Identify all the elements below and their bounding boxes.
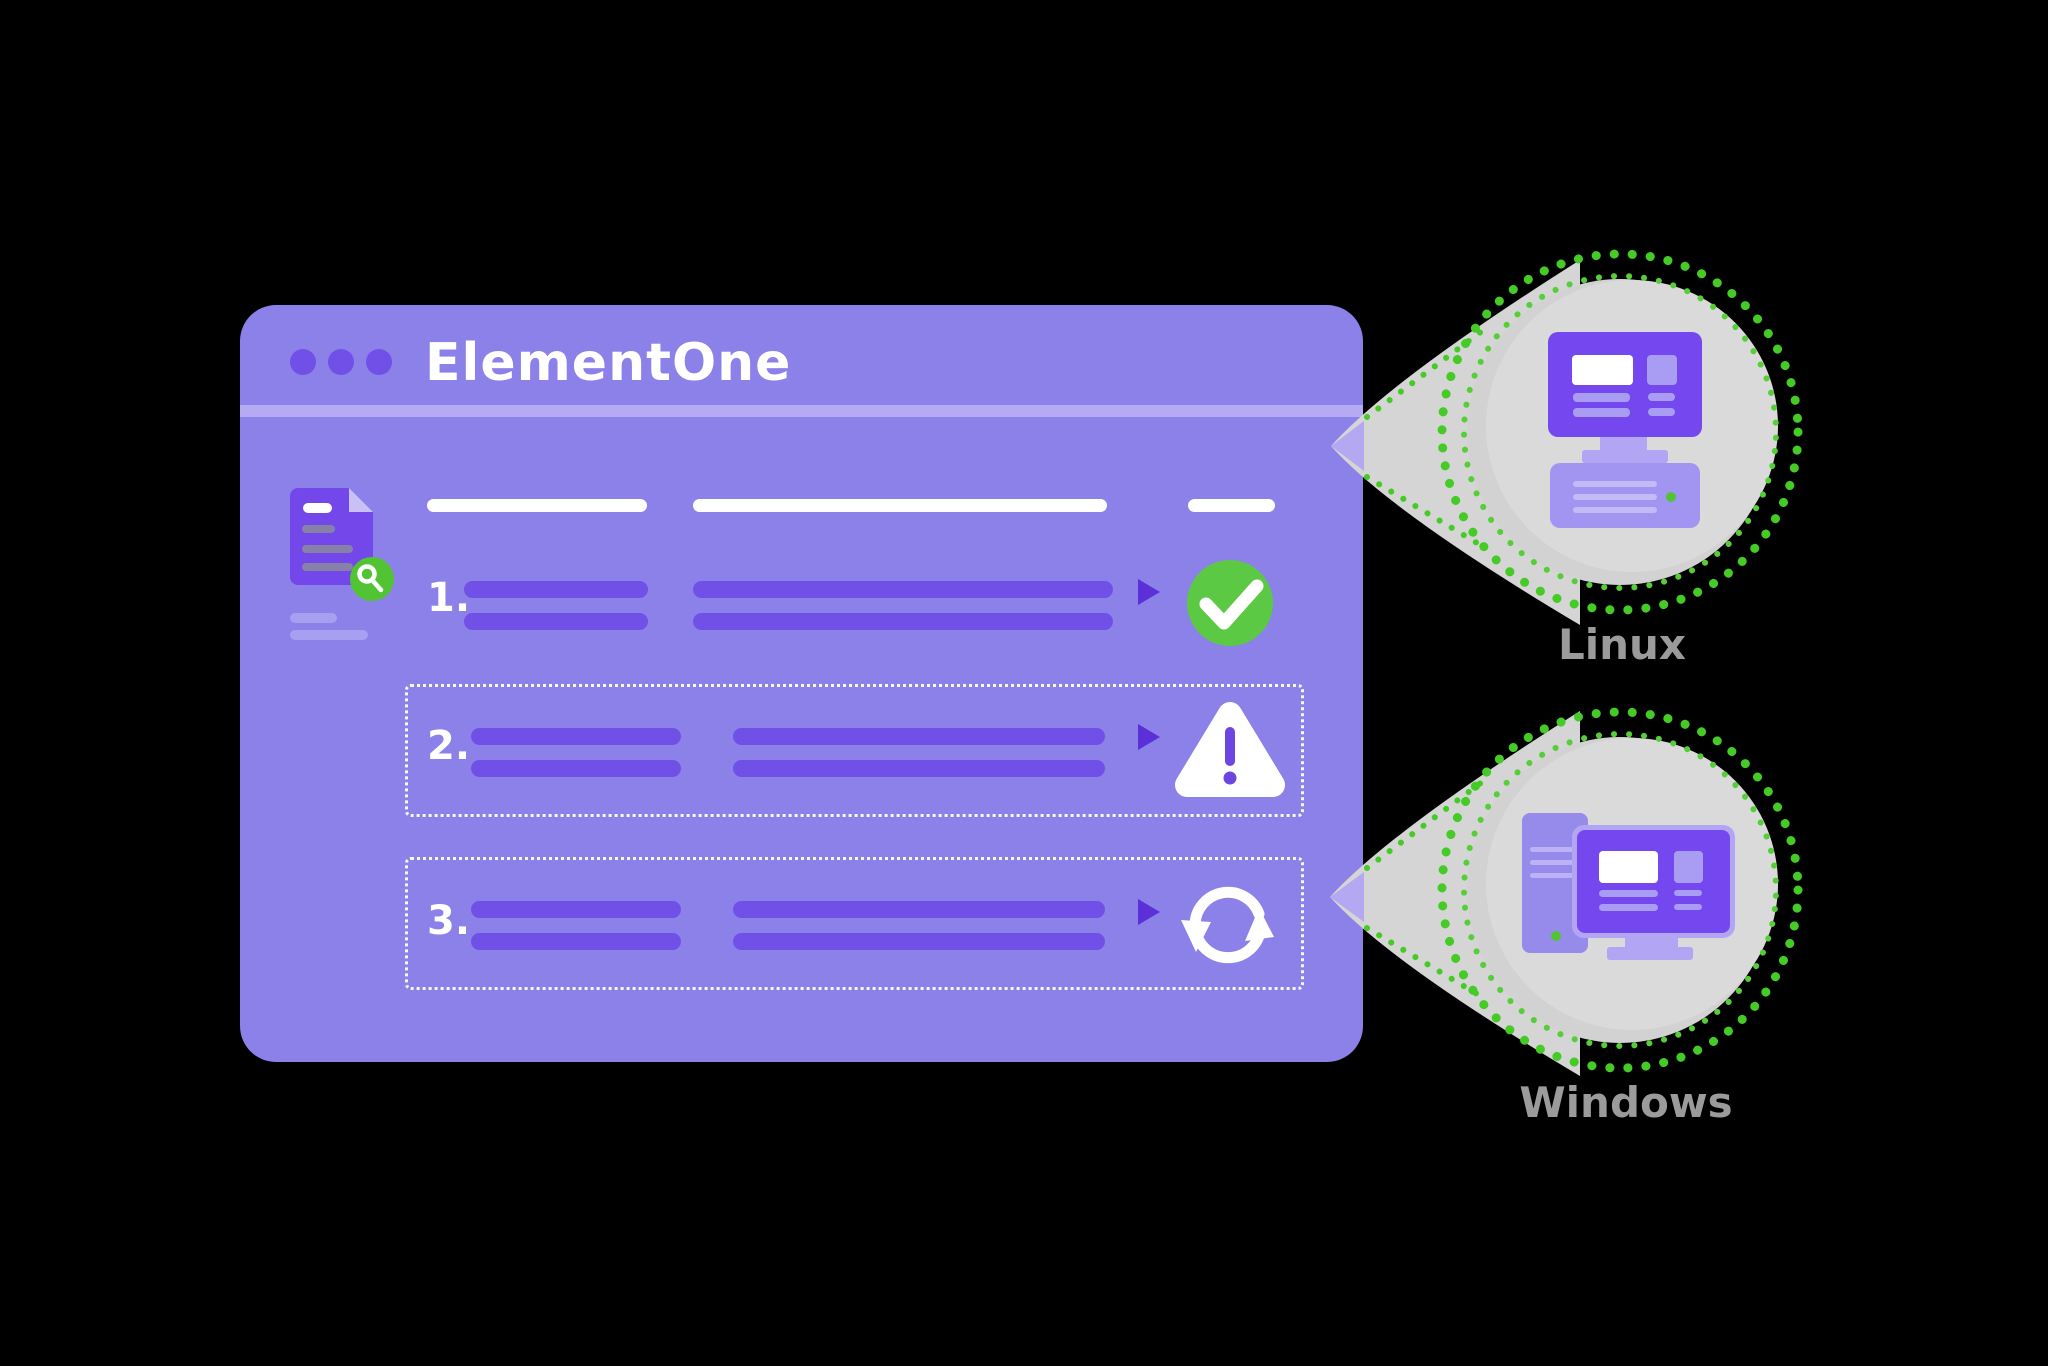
- screen-text-line: [1573, 393, 1630, 402]
- unit-vent-line: [1573, 481, 1657, 487]
- power-led: [1666, 492, 1676, 502]
- screen-text-line: [1599, 904, 1658, 911]
- caption-line: [290, 630, 368, 640]
- row-text-bar: [464, 613, 648, 630]
- check-circle-bg: [1187, 560, 1273, 646]
- screen-side-chip: [1674, 851, 1703, 883]
- window-title: ElementOne: [425, 333, 792, 393]
- column-header-bar: [427, 499, 647, 512]
- funnel-dotted-line: [1364, 779, 1485, 871]
- row-text-bar: [693, 581, 1113, 598]
- row-text-bar: [471, 760, 681, 777]
- tower-vent-line: [1530, 873, 1577, 878]
- power-led: [1551, 931, 1561, 941]
- tower-vent-line: [1530, 847, 1573, 852]
- row-highlight-box: [405, 684, 1304, 817]
- row-highlight-box: [405, 857, 1304, 990]
- funnel-dotted-line: [1364, 328, 1485, 420]
- dotted-ring-inner: [1461, 273, 1779, 591]
- screen-side-chip: [1647, 355, 1677, 385]
- document-title-chip: [303, 503, 332, 513]
- check-circle-icon: [1187, 560, 1273, 646]
- search-icon: [357, 564, 377, 584]
- window-control-dot-icon: [290, 349, 316, 375]
- browser-window: ElementOne 1. 2. 3.: [240, 305, 1363, 1062]
- platform-label-windows: Windows: [1519, 1078, 1733, 1127]
- search-badge: [350, 557, 394, 601]
- sync-icon: [1181, 886, 1274, 964]
- screen-text-line: [1599, 890, 1658, 897]
- row-text-bar: [471, 728, 681, 745]
- caption-line: [290, 613, 337, 623]
- check-mark: [1199, 579, 1264, 630]
- monitor-stand: [1600, 437, 1647, 451]
- monitor-stand: [1625, 933, 1678, 947]
- monitor-stand-base: [1582, 450, 1668, 463]
- tower-vent-line: [1530, 860, 1573, 865]
- row-arrow-icon: [1138, 724, 1160, 750]
- dotted-ring-outer: [1437, 707, 1803, 1073]
- sync-arc: [1191, 930, 1265, 964]
- row-arrow-icon: [1138, 899, 1160, 925]
- window-control-dot-icon: [366, 349, 392, 375]
- row-text-bar: [471, 901, 681, 918]
- warning-exclamation-dot: [1223, 771, 1237, 785]
- sync-arrowhead: [1245, 908, 1274, 941]
- row-number: 2.: [427, 723, 471, 769]
- platform-label-linux: Linux: [1557, 620, 1687, 669]
- document-text-line: [302, 545, 353, 553]
- row-number: 3.: [427, 898, 471, 944]
- row-text-bar: [733, 901, 1105, 918]
- screen-window-chip: [1572, 355, 1633, 385]
- funnel-dotted-line: [1364, 925, 1485, 1000]
- screen-window-chip: [1599, 851, 1658, 883]
- unit-vent-line: [1573, 494, 1657, 500]
- search-icon-handle: [370, 578, 384, 593]
- document-text-line: [302, 563, 353, 571]
- monitor-stand-base: [1607, 947, 1693, 960]
- titlebar-divider: [240, 405, 1363, 417]
- screen-text-line: [1573, 408, 1630, 417]
- funnel-tip: [1331, 421, 1364, 471]
- unit-vent-line: [1573, 507, 1657, 513]
- sync-arrowhead: [1181, 920, 1211, 952]
- screen-text-line: [1674, 890, 1702, 896]
- warning-triangle-icon: [1175, 702, 1285, 797]
- row-text-bar: [733, 760, 1105, 777]
- row-arrow-icon: [1138, 579, 1160, 605]
- funnel-tip: [1330, 872, 1364, 922]
- row-number: 1.: [427, 575, 471, 621]
- column-header-bar: [1188, 499, 1275, 512]
- row-text-bar: [464, 581, 648, 598]
- document-text-line: [302, 525, 335, 533]
- dotted-ring-outer: [1437, 249, 1803, 615]
- column-header-bar: [693, 499, 1107, 512]
- screen-text-line: [1674, 904, 1702, 910]
- row-text-bar: [733, 933, 1105, 950]
- sync-arc: [1189, 886, 1265, 931]
- row-text-bar: [733, 728, 1105, 745]
- row-text-bar: [471, 933, 681, 950]
- funnel-dotted-line: [1364, 474, 1485, 549]
- window-control-dot-icon: [328, 349, 354, 375]
- dotted-ring-inner: [1461, 731, 1779, 1049]
- screen-text-line: [1648, 408, 1675, 416]
- screen-text-line: [1648, 393, 1675, 401]
- row-text-bar: [693, 613, 1113, 630]
